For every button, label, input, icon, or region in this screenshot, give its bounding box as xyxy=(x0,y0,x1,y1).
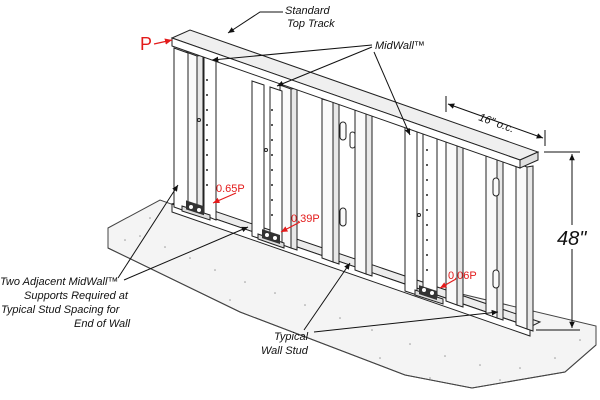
midwall-support xyxy=(251,80,285,249)
top-track xyxy=(170,29,540,169)
web-holes xyxy=(197,79,428,271)
wall-stud xyxy=(349,109,373,277)
load-arrow xyxy=(153,38,173,45)
load-label-3: 0.06P xyxy=(448,270,477,282)
spacing-dimension xyxy=(445,96,546,146)
midwall-support xyxy=(173,47,217,221)
wall-stud xyxy=(185,51,204,215)
top-track-label-line2: Top Track xyxy=(287,18,335,30)
base-clips xyxy=(186,200,437,300)
end-note-line4: End of Wall xyxy=(74,318,131,330)
end-note-leaders xyxy=(117,184,249,281)
stud-leaders xyxy=(303,262,499,333)
end-note-line3: Typical Stud Spacing for xyxy=(1,304,121,316)
top-track-leader xyxy=(227,11,283,34)
load-arrows xyxy=(212,192,457,289)
stud-label-line2: Wall Stud xyxy=(261,345,309,357)
wall-studs xyxy=(185,51,534,332)
wall-stud xyxy=(445,140,464,308)
midwall-supports xyxy=(173,47,444,305)
top-track-label-line1: Standard xyxy=(285,5,331,17)
stud-label-line1: Typical xyxy=(274,331,309,343)
wall-stud xyxy=(279,84,298,251)
end-note-line2: Supports Required at xyxy=(24,290,129,302)
end-note-line1: Two Adjacent MidWall™ xyxy=(0,276,118,288)
wall-stud xyxy=(321,98,347,265)
load-symbol: P xyxy=(140,34,152,54)
wall-stud xyxy=(515,162,534,332)
wall-stud xyxy=(485,154,504,321)
height-label: 48" xyxy=(557,228,587,250)
load-label-2: 0.39P xyxy=(291,213,320,225)
midwall-support xyxy=(404,125,444,305)
midwall-label: MidWall™ xyxy=(375,40,425,52)
height-label-bg xyxy=(556,225,594,249)
midwall-leaders xyxy=(211,44,411,136)
spacing-label: 16" o.c. xyxy=(477,112,516,136)
load-label-1: 0.65P xyxy=(216,183,245,195)
